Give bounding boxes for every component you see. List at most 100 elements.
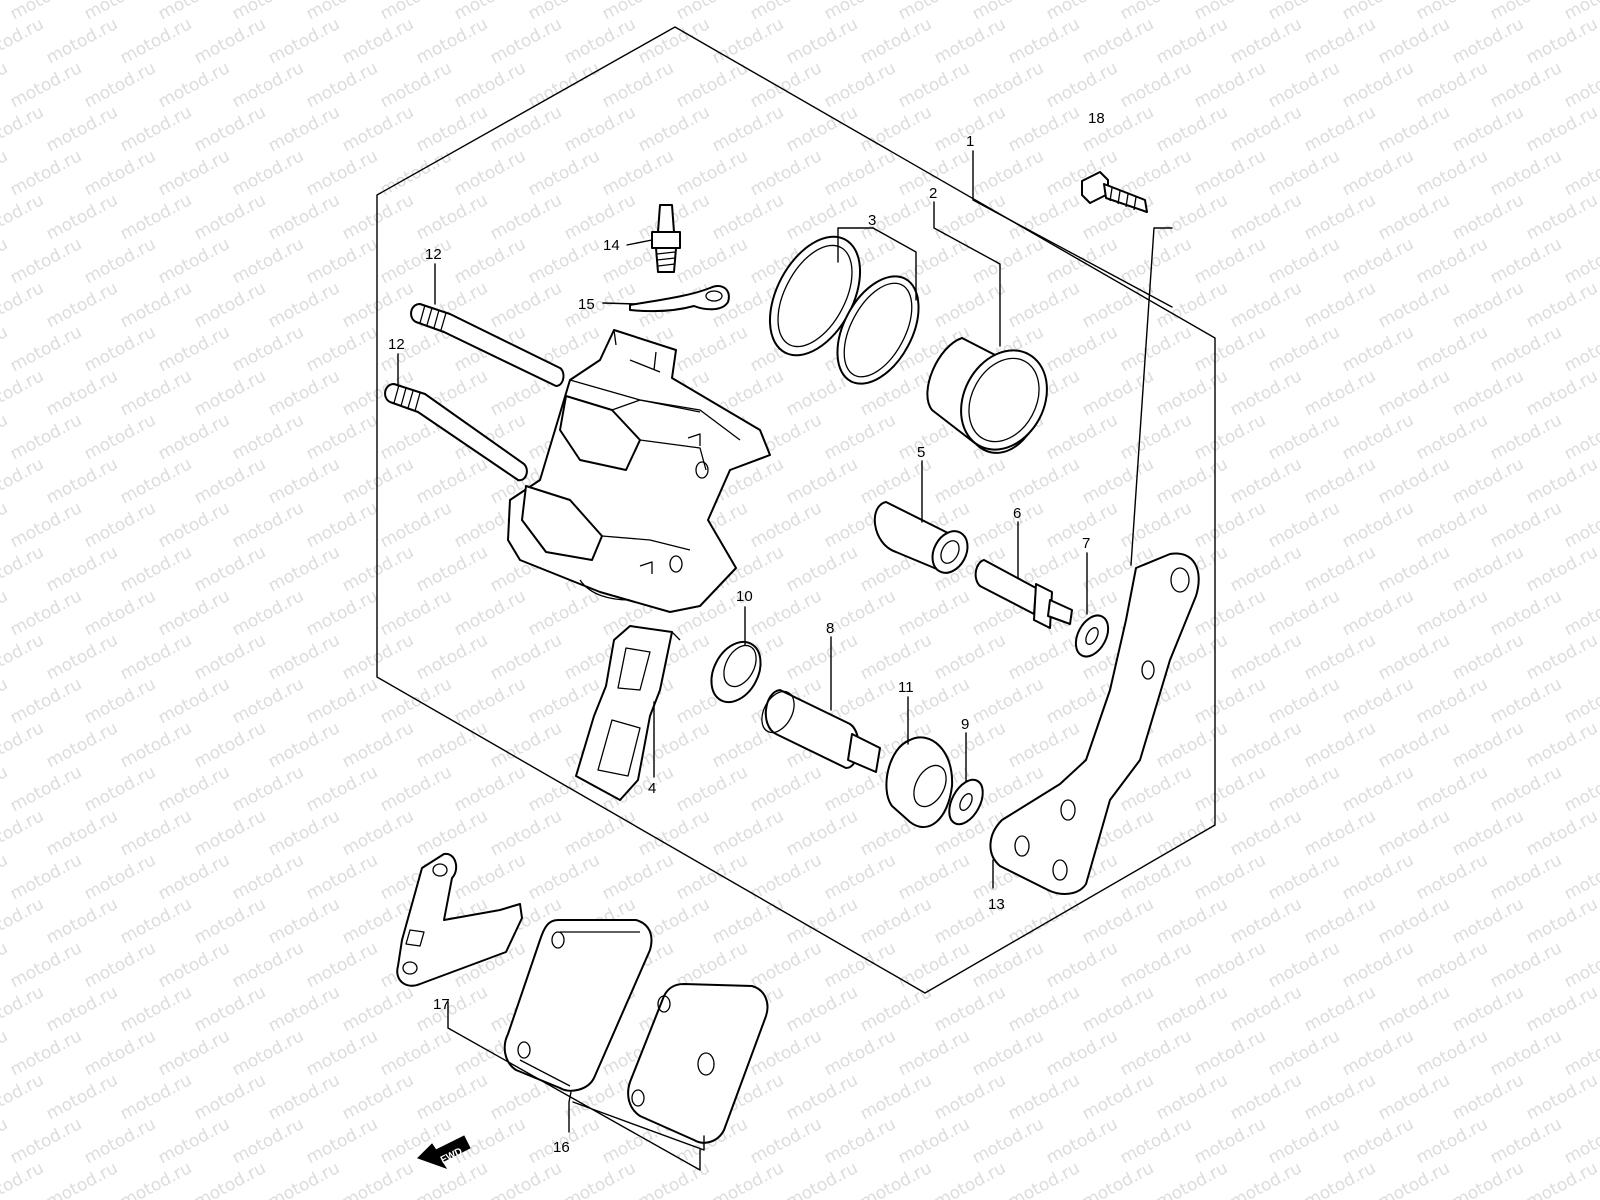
watermark-text: motod.ru — [1265, 1026, 1343, 1080]
watermark-text: motod.ru — [81, 586, 159, 640]
watermark-text: motod.ru — [1413, 498, 1491, 552]
watermark-text: motod.ru — [969, 674, 1047, 728]
watermark-text: motod.ru — [1413, 1114, 1491, 1168]
watermark-text: motod.ru — [1523, 1070, 1600, 1124]
watermark-text: motod.ru — [229, 146, 307, 200]
watermark-text: motod.ru — [1191, 498, 1269, 552]
watermark-text: motod.ru — [783, 806, 861, 860]
watermark-text: motod.ru — [1449, 1070, 1527, 1124]
watermark-text: motod.ru — [43, 982, 121, 1036]
watermark-text: motod.ru — [783, 454, 861, 508]
watermark-text: motod.ru — [561, 102, 639, 156]
watermark-text: motod.ru — [451, 146, 529, 200]
watermark-text: motod.ru — [561, 806, 639, 860]
watermark-text: motod.ru — [1301, 102, 1379, 156]
watermark-text: motod.ru — [1227, 278, 1305, 332]
watermark-text: motod.ru — [747, 762, 825, 816]
watermark-text: motod.ru — [673, 234, 751, 288]
watermark-text: motod.ru — [1449, 542, 1527, 596]
watermark-text: motod.ru — [1375, 1158, 1453, 1200]
watermark-text: motod.ru — [339, 1070, 417, 1124]
watermark-text: motod.ru — [783, 102, 861, 156]
watermark-text: motod.ru — [1449, 630, 1527, 684]
watermark-text: motod.ru — [339, 982, 417, 1036]
callout-18: 18 — [1088, 110, 1105, 127]
watermark-text: motod.ru — [229, 1114, 307, 1168]
watermark-text: motod.ru — [895, 1026, 973, 1080]
watermark-text: motod.ru — [229, 586, 307, 640]
watermark-text: motod.ru — [673, 0, 751, 24]
watermark-text: motod.ru — [0, 1070, 47, 1124]
watermark-text: motod.ru — [155, 410, 233, 464]
watermark-text: motod.ru — [0, 278, 47, 332]
watermark-text: motod.ru — [117, 366, 195, 420]
watermark-text: motod.ru — [1227, 102, 1305, 156]
watermark-text: motod.ru — [821, 410, 899, 464]
watermark-text: motod.ru — [229, 234, 307, 288]
watermark-text: motod.ru — [191, 278, 269, 332]
watermark-text: motod.ru — [561, 190, 639, 244]
watermark-text: motod.ru — [1265, 1114, 1343, 1168]
watermark-text: motod.ru — [155, 850, 233, 904]
watermark-text: motod.ru — [1117, 850, 1195, 904]
watermark-text: motod.ru — [969, 938, 1047, 992]
watermark-text: motod.ru — [81, 234, 159, 288]
watermark-text: motod.ru — [0, 14, 47, 68]
watermark-text: motod.ru — [117, 14, 195, 68]
watermark-text: motod.ru — [1487, 0, 1565, 24]
watermark-text: motod.ru — [155, 762, 233, 816]
watermark-text: motod.ru — [1487, 1114, 1565, 1168]
watermark-text: motod.ru — [783, 982, 861, 1036]
part-3-piston-seals — [768, 235, 920, 385]
watermark-text: motod.ru — [43, 806, 121, 860]
watermark-text: motod.ru — [413, 982, 491, 1036]
watermark-text: motod.ru — [1561, 234, 1600, 288]
watermark-text: motod.ru — [747, 586, 825, 640]
caliper-body — [507, 329, 771, 613]
watermark-text: motod.ru — [1487, 674, 1565, 728]
watermark-text: motod.ru — [191, 454, 269, 508]
watermark-text: motod.ru — [525, 850, 603, 904]
watermark-text: motod.ru — [1375, 806, 1453, 860]
watermark-text: motod.ru — [117, 542, 195, 596]
watermark-text: motod.ru — [303, 498, 381, 552]
watermark-text: motod.ru — [451, 674, 529, 728]
watermark-text: motod.ru — [1227, 454, 1305, 508]
watermark-text: motod.ru — [1487, 410, 1565, 464]
watermark-text: motod.ru — [117, 1070, 195, 1124]
watermark-text: motod.ru — [1005, 278, 1083, 332]
watermark-text: motod.ru — [117, 806, 195, 860]
watermark-text: motod.ru — [413, 102, 491, 156]
watermark-text: motod.ru — [413, 542, 491, 596]
callout-16: 16 — [553, 1139, 570, 1156]
watermark-text: motod.ru — [895, 586, 973, 640]
watermark-text: motod.ru — [155, 1026, 233, 1080]
watermark-text: motod.ru — [895, 58, 973, 112]
watermark-text: motod.ru — [1301, 278, 1379, 332]
watermark-text: motod.ru — [1117, 498, 1195, 552]
watermark-text: motod.ru — [1523, 454, 1600, 508]
watermark-text: motod.ru — [117, 278, 195, 332]
watermark-text: motod.ru — [635, 14, 713, 68]
callout-9: 9 — [961, 716, 969, 733]
part-17-shim — [396, 852, 523, 987]
watermark-text: motod.ru — [117, 102, 195, 156]
watermark-text: motod.ru — [191, 982, 269, 1036]
watermark-text: motod.ru — [1523, 366, 1600, 420]
watermark-text: motod.ru — [1265, 146, 1343, 200]
watermark-text: motod.ru — [1117, 0, 1195, 24]
watermark-text: motod.ru — [191, 1158, 269, 1200]
part-11-boot — [885, 736, 954, 828]
watermark-text: motod.ru — [0, 542, 47, 596]
watermark-text: motod.ru — [265, 718, 343, 772]
watermark-text: motod.ru — [1523, 14, 1600, 68]
watermark-text: motod.ru — [265, 1070, 343, 1124]
watermark-text: motod.ru — [1449, 894, 1527, 948]
watermark-text: motod.ru — [155, 674, 233, 728]
watermark-text: motod.ru — [265, 102, 343, 156]
watermark-text: motod.ru — [43, 718, 121, 772]
watermark-text: motod.ru — [857, 982, 935, 1036]
watermark-text: motod.ru — [487, 718, 565, 772]
watermark-text: motod.ru — [1375, 718, 1453, 772]
